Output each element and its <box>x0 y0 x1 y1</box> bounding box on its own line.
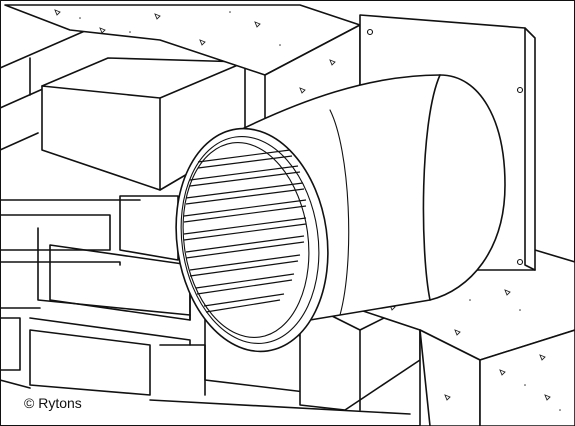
screw-hole-top-right <box>516 86 524 94</box>
screw-hole-top-left <box>366 28 374 36</box>
concrete-blocks <box>4 4 575 426</box>
louvre-grille <box>175 127 329 353</box>
screw-hole-bottom-right <box>516 258 524 266</box>
copyright-credit: © Rytons <box>22 394 84 412</box>
grille-slats <box>183 149 307 313</box>
